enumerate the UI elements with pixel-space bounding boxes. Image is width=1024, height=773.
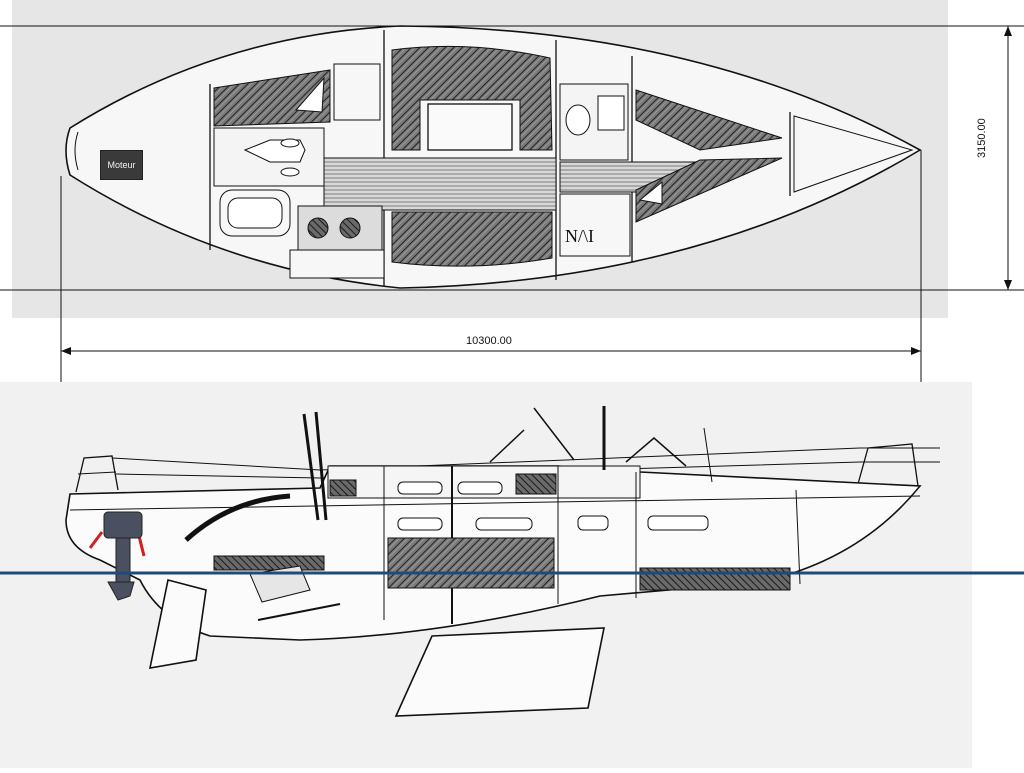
length-arrow-left (61, 347, 71, 355)
nav-station (559, 193, 631, 257)
outboard-head (103, 511, 143, 539)
length-arrow-right (911, 347, 921, 355)
v-berth-lower (635, 157, 783, 223)
plan-inner-line (74, 131, 79, 171)
porthole-3 (397, 517, 443, 531)
keel (394, 627, 605, 717)
outboard-prop (107, 581, 135, 601)
porthole-4 (475, 517, 533, 531)
length-dimension-label: 10300.00 (466, 335, 512, 347)
galley-counter (289, 249, 385, 279)
bow-pulpit (857, 443, 919, 487)
forepeak (793, 115, 914, 193)
beam-arrow-bottom (1004, 280, 1012, 290)
profile-engine (249, 565, 311, 603)
beam-dimension-label: 3150.00 (976, 118, 988, 158)
stern-pulpit (75, 455, 119, 493)
outboard-motor-icon (88, 511, 146, 601)
toilet (565, 104, 591, 136)
exhaust-pipe (184, 493, 291, 542)
profile-aft-berth (213, 555, 325, 571)
porthole-2 (457, 481, 503, 495)
bookshelf (515, 473, 557, 495)
stern-pulpit-bar (77, 471, 117, 475)
aft-berth (213, 69, 331, 127)
sink-basin (227, 197, 283, 229)
outboard-shaft (115, 537, 131, 583)
cabin-mark: N/\I (565, 226, 594, 246)
forestay (703, 427, 713, 483)
saloon-settee-lower (391, 211, 553, 267)
prop-shaft (257, 603, 341, 621)
lifeline-upper (111, 447, 940, 471)
profile-berth (639, 567, 791, 591)
porthole-5 (577, 515, 609, 531)
porthole-7 (329, 479, 357, 497)
engine-label-box[interactable]: Moteur (100, 150, 143, 180)
saloon-sole (323, 157, 557, 211)
deck-line (69, 495, 921, 511)
aft-berth-triangle (294, 76, 325, 113)
beam-arrow-top (1004, 26, 1012, 36)
profile-settee (387, 537, 555, 589)
porthole-1 (397, 481, 443, 495)
hatch-boom (489, 407, 687, 467)
rudder (148, 579, 207, 669)
engine-cap-2 (280, 167, 300, 177)
porthole-6 (647, 515, 709, 531)
v-berth-upper (635, 89, 783, 151)
engine-cap-1 (280, 138, 300, 148)
engine-label: Moteur (107, 160, 136, 170)
saloon-settee-upper (391, 45, 553, 151)
saloon-table (427, 103, 513, 151)
outboard-bracket-left (88, 531, 104, 549)
aft-cabinet (333, 63, 381, 121)
burner-2 (339, 217, 361, 239)
profile-bulkhead-4 (795, 489, 801, 585)
v-berth-triangle (638, 180, 663, 205)
winch-post-2 (314, 411, 328, 521)
winch-post-1 (302, 413, 320, 521)
head-basin (597, 95, 625, 131)
burner-1 (307, 217, 329, 239)
